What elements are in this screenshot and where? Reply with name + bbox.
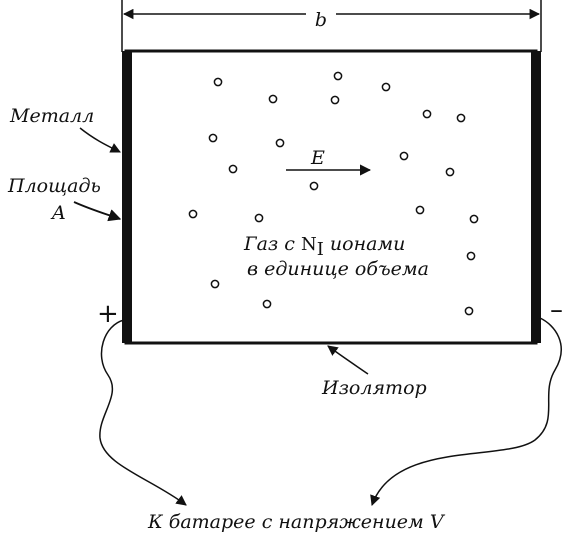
ion bbox=[333, 71, 343, 81]
ions bbox=[188, 71, 479, 316]
area-label-line2: A bbox=[50, 202, 66, 224]
ion bbox=[464, 306, 474, 316]
width-dimension: b bbox=[121, 0, 542, 52]
insulator-wall bbox=[124, 49, 538, 345]
ion bbox=[330, 95, 340, 105]
ion bbox=[469, 214, 479, 224]
gas-label-line2: в единице объема bbox=[247, 258, 429, 280]
ion bbox=[268, 94, 278, 104]
ion bbox=[262, 299, 272, 309]
battery-label: К батарее с напряжением V bbox=[147, 511, 446, 533]
metal-label: Металл bbox=[9, 105, 94, 127]
ion bbox=[381, 82, 391, 92]
ion bbox=[415, 205, 425, 215]
area-leader bbox=[73, 201, 122, 222]
gas-label-line1: Газ с NI ионами bbox=[243, 233, 405, 260]
chamber bbox=[122, 49, 541, 345]
field-label: E bbox=[310, 147, 325, 169]
insulator-label: Изолятор bbox=[321, 377, 427, 399]
ion bbox=[188, 209, 198, 219]
ion bbox=[228, 164, 238, 174]
ion bbox=[275, 138, 285, 148]
ion bbox=[445, 167, 455, 177]
ion bbox=[399, 151, 409, 161]
insulator-leader bbox=[327, 345, 369, 375]
electric-field: E bbox=[286, 147, 372, 176]
ion bbox=[213, 77, 223, 87]
ion bbox=[254, 213, 264, 223]
ion bbox=[422, 109, 432, 119]
plus-sign: + bbox=[97, 299, 119, 329]
ion bbox=[456, 113, 466, 123]
metal-leader bbox=[79, 127, 121, 153]
ion bbox=[208, 133, 218, 143]
metal-plate-right bbox=[531, 51, 541, 343]
wire-positive bbox=[99, 319, 187, 506]
metal-plate-left bbox=[122, 51, 132, 343]
minus-sign: – bbox=[550, 295, 563, 325]
ion bbox=[309, 181, 319, 191]
area-label-line1: Площадь bbox=[7, 175, 101, 197]
wire-negative bbox=[370, 317, 562, 506]
width-label: b bbox=[315, 9, 327, 31]
ion bbox=[466, 251, 476, 261]
ion bbox=[210, 279, 220, 289]
